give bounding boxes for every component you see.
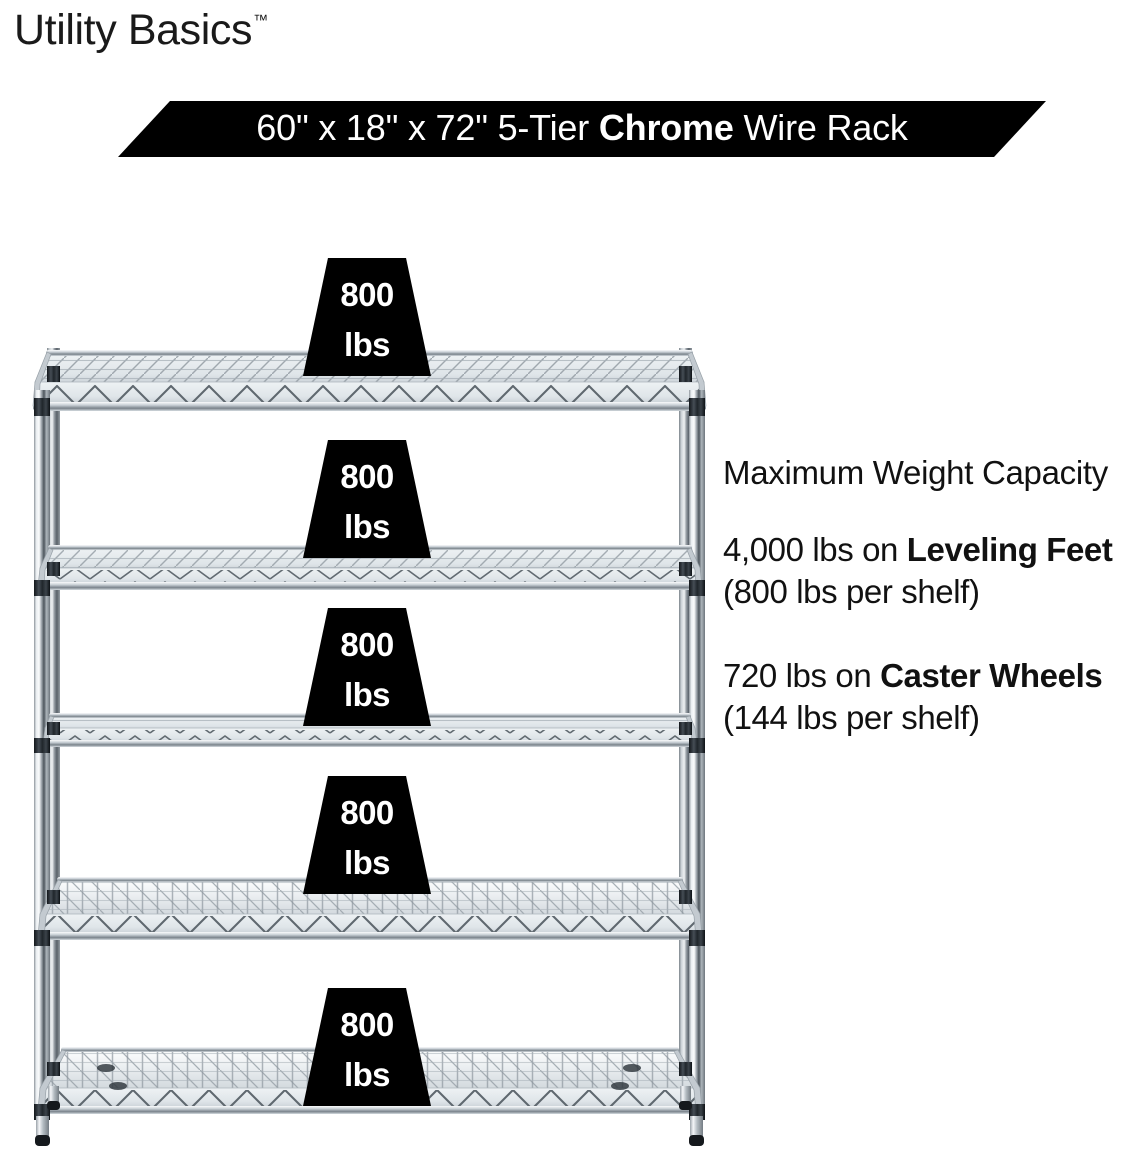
load-badge-shelf-1: 800 lbs xyxy=(303,258,431,376)
leveling-foot-rear-left xyxy=(47,1086,60,1110)
load-badge-shelf-3: 800 lbs xyxy=(303,608,431,726)
collar-rear-right-5 xyxy=(679,1062,692,1076)
collar-rear-left-1 xyxy=(47,366,60,382)
load-unit: lbs xyxy=(344,843,390,881)
collar-rear-right-1 xyxy=(679,366,692,382)
collar-rear-left-3 xyxy=(47,722,60,735)
banner-material: Chrome xyxy=(598,107,734,148)
collar-front-right-3 xyxy=(689,738,705,753)
load-amount: 800 xyxy=(340,1005,394,1043)
load-unit: lbs xyxy=(344,1055,390,1093)
load-badge-shelf-2: 800 lbs xyxy=(303,440,431,558)
shelf-4 xyxy=(37,877,703,940)
leveling-foot-rear-right xyxy=(679,1086,692,1110)
leveling-feet-lead: 4,000 lbs on xyxy=(723,530,907,568)
product-title-text: 60" x 18" x 72" 5-Tier Chrome Wire Rack xyxy=(256,107,908,151)
caster-wheels-trail: (144 lbs per shelf) xyxy=(723,698,980,736)
caster-wheels-emphasis: Caster Wheels xyxy=(880,656,1103,694)
shelf-1 xyxy=(32,350,707,411)
wire-rack-illustration xyxy=(0,230,720,1149)
capacity-heading: Maximum Weight Capacity xyxy=(723,454,1108,491)
trademark-symbol: ™ xyxy=(253,12,269,29)
banner-text-segment: 60" x 18" x 72" 5-Tier xyxy=(256,107,599,148)
load-unit: lbs xyxy=(344,675,390,713)
load-unit: lbs xyxy=(344,325,390,363)
leveling-feet-emphasis: Leveling Feet xyxy=(906,530,1113,568)
collar-rear-left-5 xyxy=(47,1062,60,1076)
wire-rack-graphic xyxy=(32,348,707,1146)
collar-rear-right-4 xyxy=(679,890,692,904)
capacity-caster-wheels-text: 720 lbs on Caster Wheels (144 lbs per sh… xyxy=(723,655,1123,739)
load-badge-shelf-5: 800 lbs xyxy=(303,988,431,1106)
collar-front-right-4 xyxy=(689,930,705,946)
leveling-feet-trail: (800 lbs per shelf) xyxy=(723,572,980,610)
load-unit: lbs xyxy=(344,507,390,545)
collar-rear-right-3 xyxy=(679,722,692,735)
leveling-foot-front-left xyxy=(35,1116,50,1146)
brand-wordmark: Utility Basics™ xyxy=(14,6,268,55)
load-amount: 800 xyxy=(340,457,394,495)
collar-front-left-4 xyxy=(34,930,50,946)
collar-rear-left-2 xyxy=(47,562,60,576)
collar-front-left-1 xyxy=(34,398,50,416)
load-amount: 800 xyxy=(340,275,394,313)
shelf-2 xyxy=(37,545,703,590)
collar-rear-left-4 xyxy=(47,890,60,904)
collar-rear-right-2 xyxy=(679,562,692,576)
leveling-foot-front-right xyxy=(689,1116,704,1146)
collar-front-left-3 xyxy=(34,738,50,753)
product-title-banner: 60" x 18" x 72" 5-Tier Chrome Wire Rack xyxy=(118,101,1046,157)
load-amount: 800 xyxy=(340,625,394,663)
collar-front-right-1 xyxy=(689,398,705,416)
caster-wheels-lead: 720 lbs on xyxy=(723,656,881,694)
collar-front-right-2 xyxy=(689,580,705,596)
load-badge-shelf-4: 800 lbs xyxy=(303,776,431,894)
load-amount: 800 xyxy=(340,793,394,831)
capacity-copy-block: Maximum Weight Capacity 4,000 lbs on Lev… xyxy=(723,452,1123,739)
capacity-leveling-feet-text: 4,000 lbs on Leveling Feet (800 lbs per … xyxy=(723,529,1123,613)
banner-text-segment: Wire Rack xyxy=(733,107,908,148)
brand-name: Utility Basics xyxy=(14,6,253,54)
collar-front-left-2 xyxy=(34,580,50,596)
